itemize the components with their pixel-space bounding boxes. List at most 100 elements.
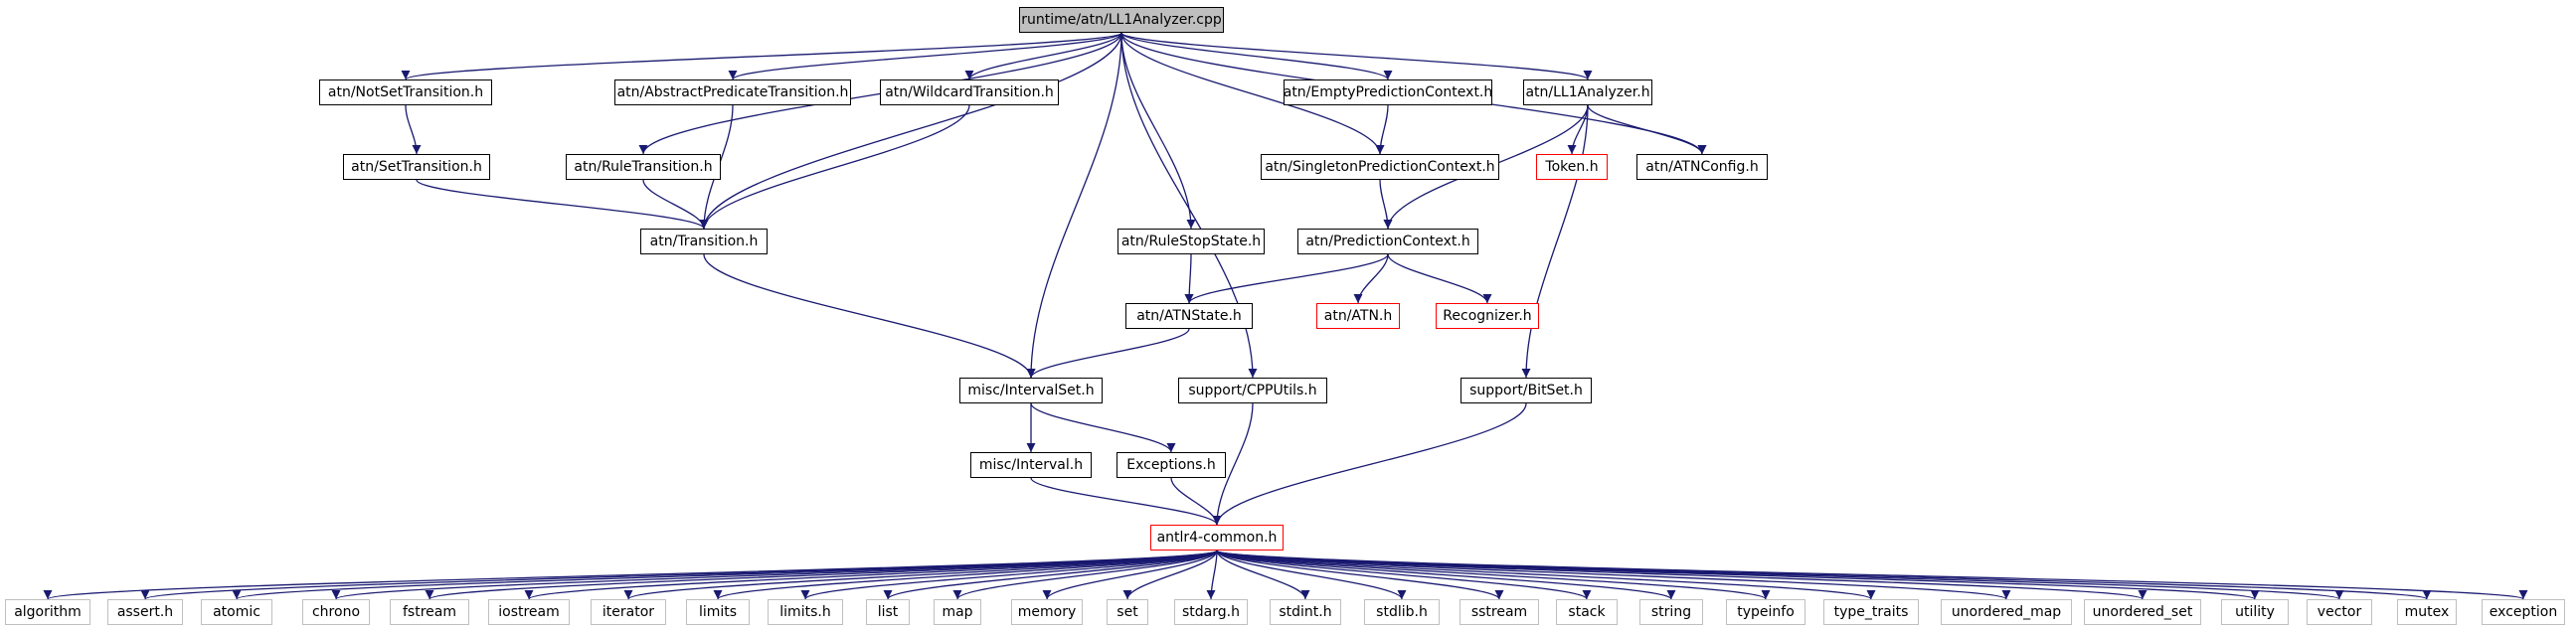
node-rulestop[interactable]: atn/RuleStopState.h xyxy=(1117,229,1265,254)
node-s-atomic: atomic xyxy=(201,599,272,625)
edge-common-to-s-sstream xyxy=(1216,550,1504,600)
edge-common-to-s-stdlib xyxy=(1216,550,1407,600)
node-notset[interactable]: atn/NotSetTransition.h xyxy=(319,79,492,105)
node-s-mutex: mutex xyxy=(2397,599,2457,625)
node-s-stack: stack xyxy=(1556,599,1618,625)
node-s-chrono: chrono xyxy=(302,599,370,625)
node-s-map: map xyxy=(934,599,981,625)
edge-root-to-emptypc xyxy=(1120,32,1393,80)
node-wildcard[interactable]: atn/WildcardTransition.h xyxy=(880,79,1059,105)
edge-root-to-cpputils xyxy=(1120,32,1258,379)
node-exceptions[interactable]: Exceptions.h xyxy=(1116,452,1226,478)
node-s-typeinfo: typeinfo xyxy=(1726,599,1805,625)
edge-emptypc-to-singleton xyxy=(1375,104,1389,155)
node-s-limitsh: limits.h xyxy=(768,599,843,625)
edge-root-to-abspred xyxy=(728,32,1122,80)
node-s-stdint: stdint.h xyxy=(1270,599,1341,625)
node-s-stdlib: stdlib.h xyxy=(1364,599,1440,625)
edge-rulestop-to-atnstate xyxy=(1184,253,1194,304)
edge-root-to-transition xyxy=(699,32,1122,230)
node-s-stdarg: stdarg.h xyxy=(1174,599,1248,625)
edge-common-to-s-map xyxy=(952,550,1218,600)
edge-atnstate-to-intervalset xyxy=(1026,328,1190,379)
edge-common-to-s-iterator xyxy=(623,550,1218,600)
edge-common-to-s-vector xyxy=(1216,550,2343,600)
node-s-iterator: iterator xyxy=(591,599,666,625)
node-root: runtime/atn/LL1Analyzer.cpp xyxy=(1019,7,1224,33)
node-predctx[interactable]: atn/PredictionContext.h xyxy=(1297,229,1478,254)
node-s-uset: unordered_set xyxy=(2084,599,2201,625)
node-s-string: string xyxy=(1639,599,1703,625)
edge-ll1h-to-atnconfig xyxy=(1587,104,1707,155)
node-abspred[interactable]: atn/AbstractPredicateTransition.h xyxy=(614,79,851,105)
edge-root-to-notset xyxy=(401,32,1122,80)
edge-ll1h-to-bitset xyxy=(1521,104,1589,379)
node-token: Token.h xyxy=(1536,154,1608,180)
edge-common-to-s-stack xyxy=(1216,550,1592,600)
edge-common-to-s-set xyxy=(1122,550,1218,600)
edge-exceptions-to-common xyxy=(1170,477,1222,526)
edge-root-to-singleton xyxy=(1120,32,1385,155)
edge-bitset-to-common xyxy=(1212,402,1527,526)
edge-transition-to-intervalset xyxy=(703,253,1036,379)
edge-notset-to-settr xyxy=(405,104,422,155)
edge-common-to-s-fstream xyxy=(425,550,1218,600)
edge-intervalset-to-exceptions xyxy=(1030,402,1176,453)
node-s-set: set xyxy=(1107,599,1148,625)
edge-root-to-rulestop xyxy=(1120,32,1196,230)
node-s-utility: utility xyxy=(2221,599,2289,625)
edge-common-to-s-typeinfo xyxy=(1216,550,1771,600)
edge-common-to-s-exception xyxy=(1216,550,2527,600)
edge-common-to-s-typetraits xyxy=(1216,550,1876,600)
node-s-assert: assert.h xyxy=(107,599,183,625)
node-transition[interactable]: atn/Transition.h xyxy=(640,229,768,254)
edge-common-to-s-umap xyxy=(1216,550,2011,600)
node-s-umap: unordered_map xyxy=(1941,599,2072,625)
edge-settr-to-transition xyxy=(416,179,709,230)
node-s-fstream: fstream xyxy=(390,599,469,625)
node-s-typetraits: type_traits xyxy=(1823,599,1919,625)
node-atn: atn/ATN.h xyxy=(1316,303,1400,329)
edge-root-to-wildcard xyxy=(964,32,1122,80)
edge-common-to-s-memory xyxy=(1042,550,1218,600)
node-s-iostream: iostream xyxy=(488,599,570,625)
edge-wildcard-to-transition xyxy=(699,104,970,230)
edge-common-to-s-stdarg xyxy=(1206,550,1218,600)
node-ruletr[interactable]: atn/RuleTransition.h xyxy=(566,154,721,180)
node-common: antlr4-common.h xyxy=(1150,525,1284,551)
node-singleton[interactable]: atn/SingletonPredictionContext.h xyxy=(1261,154,1499,180)
node-bitset[interactable]: support/BitSet.h xyxy=(1460,378,1592,403)
node-s-memory: memory xyxy=(1011,599,1083,625)
edge-predctx-to-atn xyxy=(1353,253,1389,304)
node-s-list: list xyxy=(866,599,910,625)
edge-common-to-s-algorithm xyxy=(44,550,1218,600)
node-intervalset[interactable]: misc/IntervalSet.h xyxy=(959,378,1103,403)
node-settr[interactable]: atn/SetTransition.h xyxy=(343,154,490,180)
edge-interval-to-common xyxy=(1030,477,1222,526)
edge-root-to-intervalset xyxy=(1026,32,1122,379)
node-s-limits: limits xyxy=(686,599,750,625)
node-recognizer: Recognizer.h xyxy=(1436,303,1539,329)
edge-singleton-to-predctx xyxy=(1379,179,1393,230)
node-s-exception: exception xyxy=(2482,599,2565,625)
edge-common-to-s-string xyxy=(1216,550,1676,600)
edge-cpputils-to-common xyxy=(1212,402,1254,526)
node-cpputils[interactable]: support/CPPUtils.h xyxy=(1178,378,1327,403)
edge-common-to-s-limits xyxy=(713,550,1218,600)
node-atnconfig[interactable]: atn/ATNConfig.h xyxy=(1636,154,1768,180)
edge-ruletr-to-transition xyxy=(642,179,709,230)
node-interval[interactable]: misc/Interval.h xyxy=(970,452,1092,478)
node-ll1h[interactable]: atn/LL1Analyzer.h xyxy=(1523,79,1652,105)
edge-common-to-s-limitsh xyxy=(800,550,1218,600)
node-emptypc[interactable]: atn/EmptyPredictionContext.h xyxy=(1284,79,1492,105)
node-s-algorithm: algorithm xyxy=(5,599,90,625)
edge-common-to-s-list xyxy=(883,550,1218,600)
edge-root-to-ll1h xyxy=(1120,32,1593,80)
node-s-sstream: sstream xyxy=(1460,599,1539,625)
edge-common-to-s-stdint xyxy=(1216,550,1310,600)
node-atnstate[interactable]: atn/ATNState.h xyxy=(1125,303,1253,329)
edge-predctx-to-recognizer xyxy=(1387,253,1492,304)
edge-predctx-to-atnstate xyxy=(1184,253,1389,304)
